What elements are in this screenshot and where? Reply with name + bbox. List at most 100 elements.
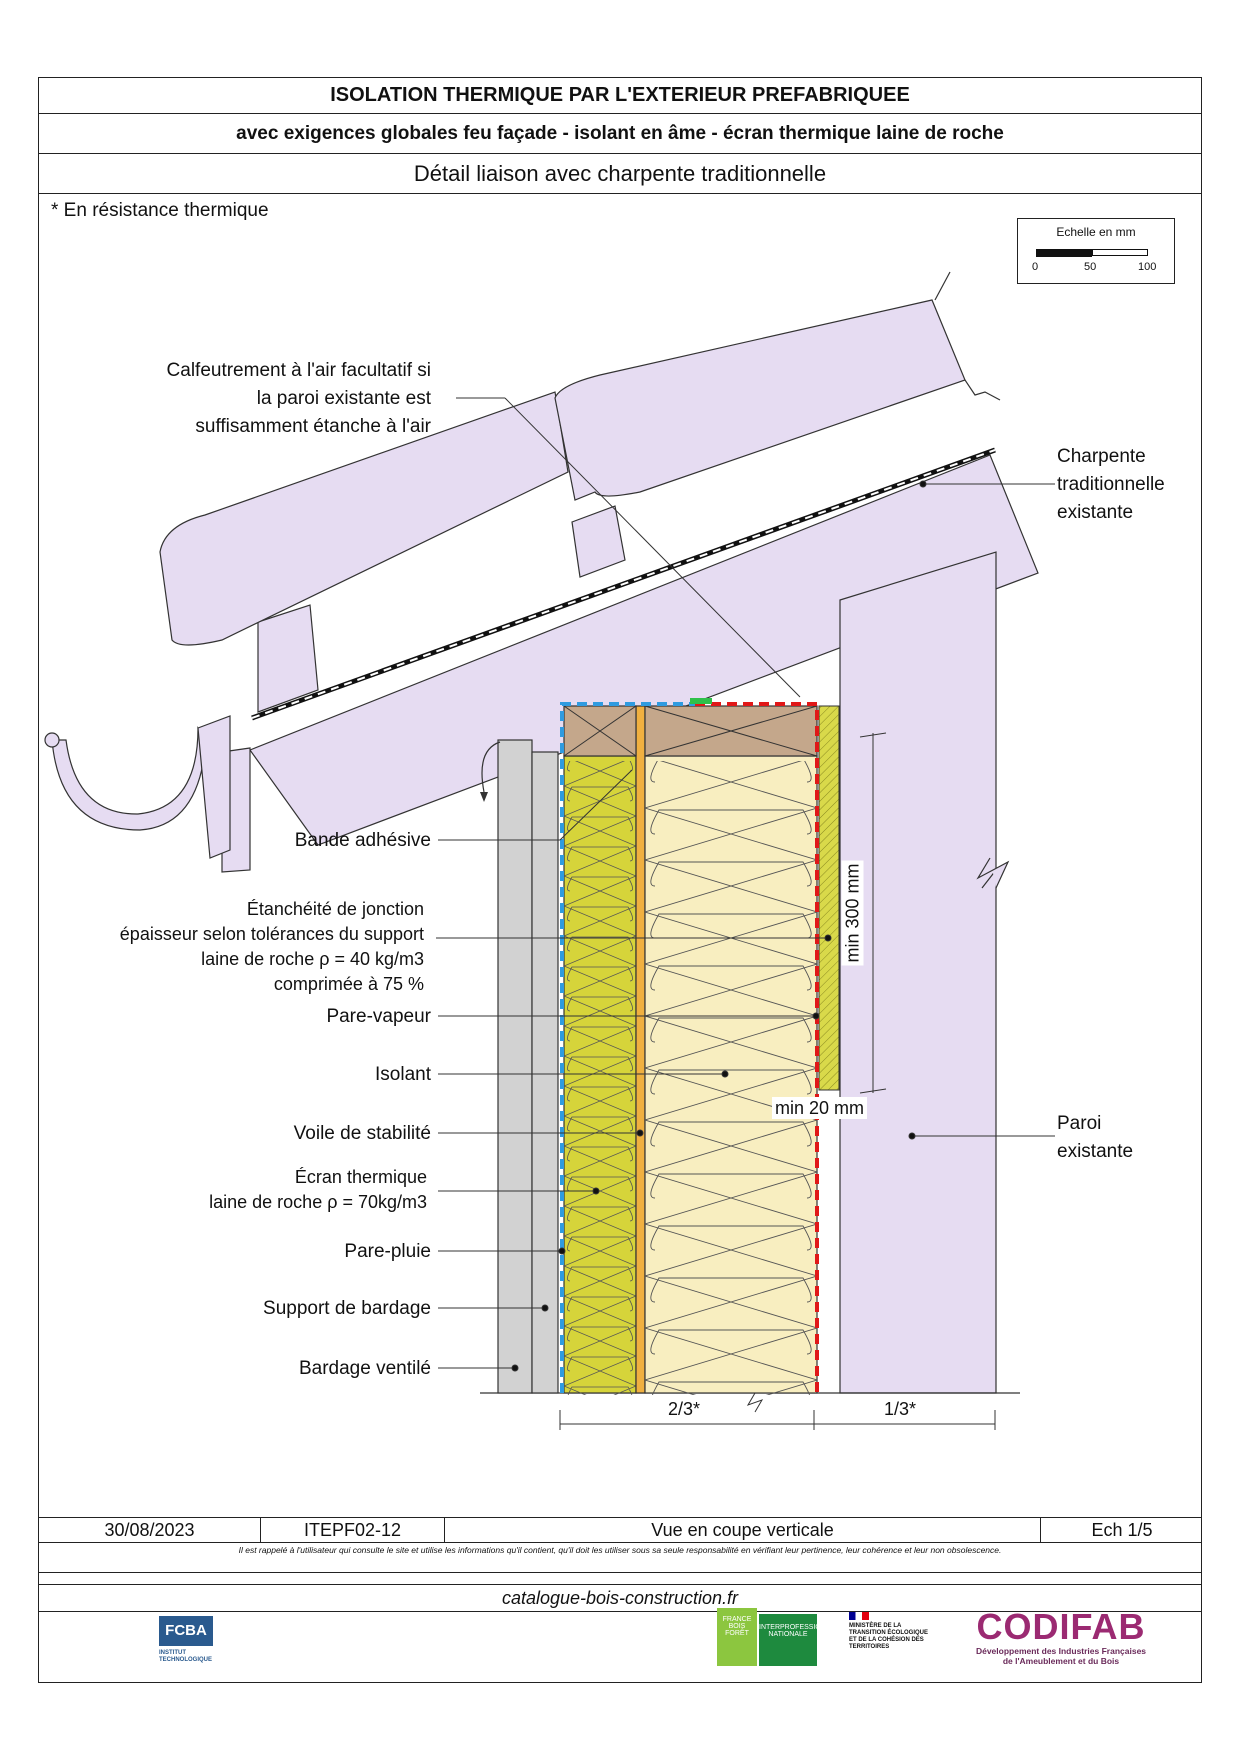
interprofession-logo: INTERPROFESSION NATIONALE <box>759 1614 826 1666</box>
tile-break-line <box>934 271 951 301</box>
thermal-screen-wave <box>564 965 636 997</box>
thermal-screen-wave <box>564 1145 636 1177</box>
thermal-screen-wave <box>564 1205 636 1237</box>
leader-voile-dot <box>636 1129 644 1137</box>
insulation-wave <box>645 963 817 1017</box>
insulation-pattern <box>645 761 817 1395</box>
thermal-screen-wave <box>564 1325 636 1357</box>
disclaimer: Il est rappelé à l'utilisateur qui consu… <box>39 1545 1201 1573</box>
leader-calfeutrement-2 <box>504 397 801 698</box>
leader-etancheite-dot <box>824 934 832 942</box>
label-support: Support de bardage <box>263 1298 431 1319</box>
label-pare-vapeur: Pare-vapeur <box>326 1006 431 1027</box>
dim-min300-tick-top <box>859 732 887 738</box>
counter-batten-1 <box>257 604 319 713</box>
leader-pare-pluie-dot <box>558 1247 566 1255</box>
label-charpente-3: existante <box>1057 502 1134 523</box>
ministere-logo: MINISTÈRE DE LA TRANSITION ÉCOLOGIQUE ET… <box>849 1612 929 1668</box>
label-calfeutrement-3: suffisamment étanche à l'air <box>195 416 431 437</box>
label-etancheite-1: Étanchéité de jonction <box>246 899 424 919</box>
ministere-text: MINISTÈRE DE LA TRANSITION ÉCOLOGIQUE ET… <box>849 1623 929 1650</box>
label-isolant: Isolant <box>375 1064 431 1085</box>
scale-tick-50: 50 <box>1084 261 1097 273</box>
label-ecran: Écran thermique laine de roche ρ = 70kg/… <box>209 1165 427 1215</box>
stability-panel <box>635 705 646 1394</box>
page-subtitle: avec exigences globales feu façade - iso… <box>39 114 1201 154</box>
adhesive-tape <box>690 698 712 704</box>
insulation-wave <box>645 1379 817 1395</box>
footer-date: 30/08/2023 <box>39 1518 261 1542</box>
label-bande: Bande adhésive <box>294 830 431 851</box>
footer-view: Vue en coupe verticale <box>445 1518 1041 1542</box>
label-etancheite-4: comprimée à 75 % <box>273 974 424 994</box>
ventilated-cladding <box>497 739 533 1394</box>
marianne-flag-icon <box>849 1612 869 1620</box>
insulation-wave <box>645 1275 817 1329</box>
label-paroi-1: Paroi <box>1057 1113 1102 1134</box>
drawing-sheet: ISOLATION THERMIQUE PAR L'EXTERIEUR PREF… <box>38 77 1202 1683</box>
counter-batten-2 <box>571 505 626 578</box>
gutter <box>51 726 207 831</box>
label-calfeutrement-2: la paroi existante est <box>256 388 431 409</box>
label-bardage: Bardage ventilé <box>298 1358 431 1379</box>
label-charpente: Charpente traditionnelle existante <box>1057 443 1165 527</box>
thermal-screen-wave <box>564 875 636 907</box>
scale-bar: Echelle en mm 0 50 100 <box>1017 218 1175 284</box>
thermal-screen-wave <box>564 1385 636 1395</box>
thermal-screen-wave <box>564 1235 636 1267</box>
thermal-screen-wave <box>564 1175 636 1207</box>
leader-bardage-dot <box>511 1364 519 1372</box>
detail-title: Détail liaison avec charpente traditionn… <box>39 154 1201 194</box>
dim-min300-text: min 300 mm <box>841 860 864 966</box>
top-rail-outer-cross-b <box>563 705 637 757</box>
thermal-screen-wave <box>564 1025 636 1057</box>
label-paroi: Paroi existante <box>1057 1110 1133 1166</box>
codifab-wordmark: CODIFAB <box>976 1606 1146 1647</box>
scale-bar-black <box>1036 249 1092 257</box>
label-ecran-2: laine de roche ρ = 70kg/m3 <box>209 1192 427 1212</box>
label-etancheite-2: épaisseur selon tolérances du support <box>119 924 424 944</box>
leader-isolant-dot <box>721 1070 729 1078</box>
dim-min20-text: min 20 mm <box>772 1097 868 1119</box>
codifab-sub1: Développement des Industries Françaises <box>975 1646 1147 1656</box>
thermal-note: * En résistance thermique <box>51 200 269 221</box>
rafter-body <box>249 454 1039 846</box>
leader-ecran-dot <box>592 1187 600 1195</box>
dim-min300-tick-bottom <box>859 1088 887 1094</box>
ventilation-arrow-icon <box>481 741 501 793</box>
thermal-screen-wave <box>564 935 636 967</box>
fcba-logo-mark: FCBA <box>159 1616 213 1646</box>
fcba-logo: FCBA INSTITUT TECHNOLOGIQUE <box>159 1616 309 1672</box>
thermal-screen-wave <box>564 1295 636 1327</box>
label-etancheite-3: laine de roche ρ = 40 kg/m3 <box>201 949 424 969</box>
page-title: ISOLATION THERMIQUE PAR L'EXTERIEUR PREF… <box>39 78 1201 114</box>
insulation-wave <box>645 1327 817 1381</box>
dim-13-text: 1/3* <box>884 1399 917 1419</box>
thermal-screen-wave <box>564 1265 636 1297</box>
tile-break-mark <box>964 379 1001 401</box>
thermal-screen-wave <box>564 1115 636 1147</box>
insulation-wave <box>645 761 817 809</box>
label-pare-pluie: Pare-pluie <box>344 1241 431 1262</box>
existing-wall-body <box>839 551 997 1394</box>
leader-paroi-dot <box>908 1132 916 1140</box>
ventilation-arrowhead-icon <box>480 792 488 802</box>
thermal-screen-wave <box>564 761 636 787</box>
insulation-wave <box>645 859 817 913</box>
scale-title: Echelle en mm <box>1056 225 1136 239</box>
france-bois-foret-logo: FRANCE BOIS FORÊT <box>717 1608 757 1666</box>
roof-tile-upper <box>554 299 966 501</box>
rain-barrier <box>560 702 695 1393</box>
roof-underlay-dash <box>251 449 996 719</box>
fcba-logo-sub: INSTITUT TECHNOLOGIQUE <box>159 1650 213 1663</box>
site-url: catalogue-bois-construction.fr <box>39 1584 1201 1612</box>
dim-23-text: 2/3* <box>668 1399 701 1419</box>
wall-break-mark <box>976 857 1010 889</box>
label-charpente-1: Charpente <box>1057 446 1146 467</box>
footer-ref: ITEPF02-12 <box>261 1518 445 1542</box>
vapour-barrier <box>695 702 819 1393</box>
thermal-screen-pattern <box>564 761 636 1395</box>
insulation-wave <box>645 807 817 861</box>
gutter-hook <box>197 715 231 859</box>
insulation-wave <box>645 1015 817 1069</box>
